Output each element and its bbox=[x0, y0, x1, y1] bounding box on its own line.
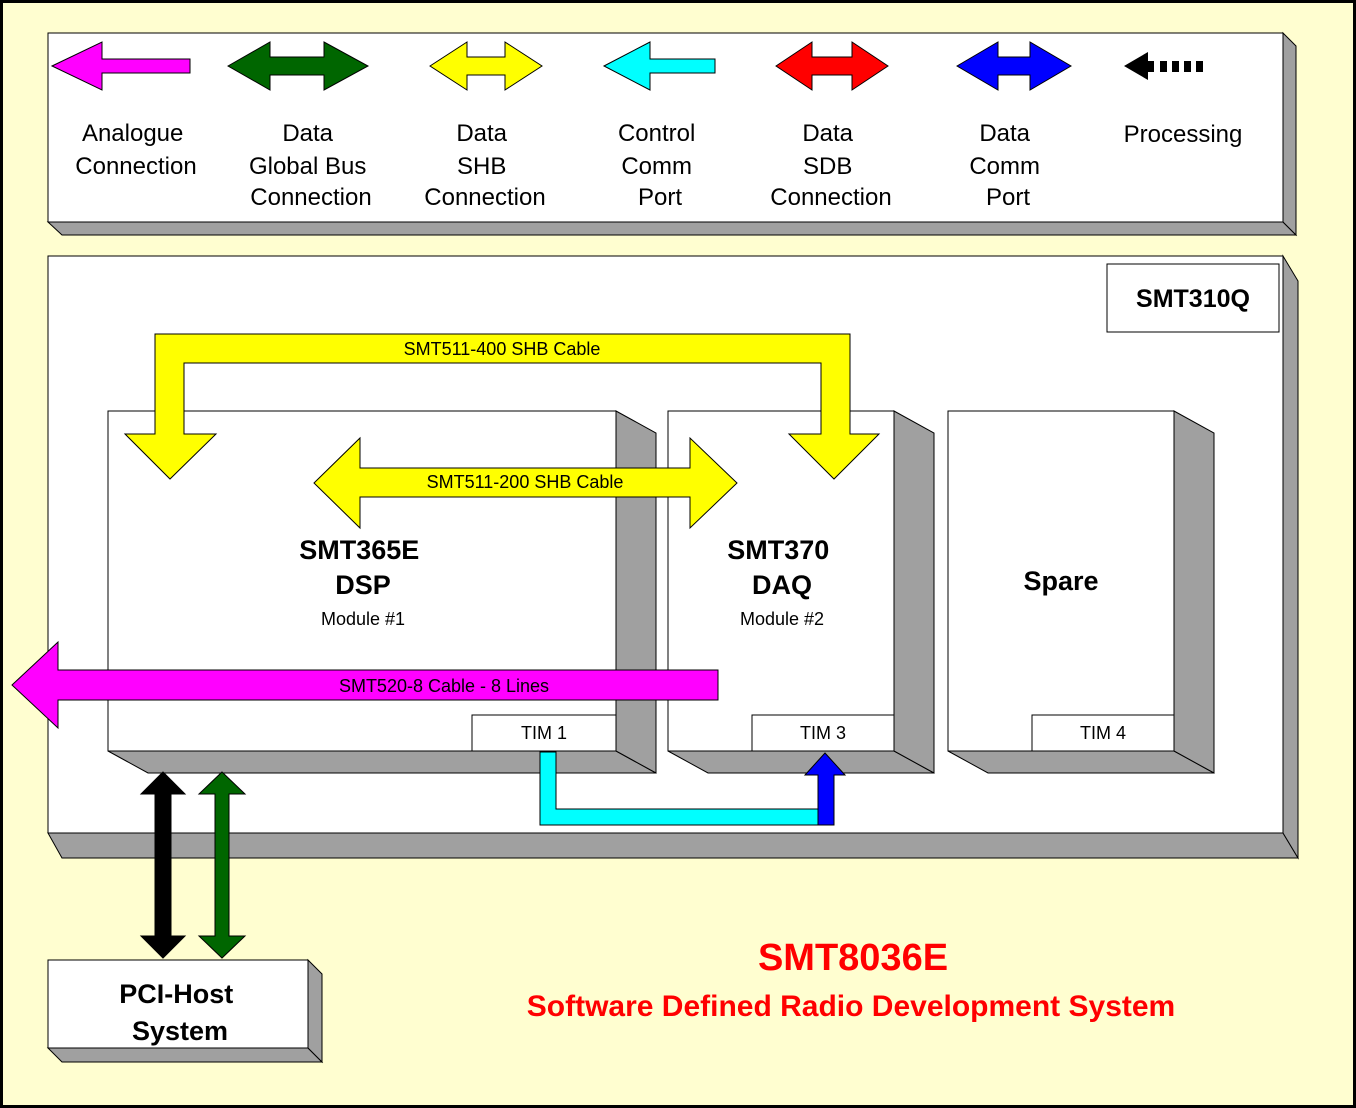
shb-200-cable-label: SMT511-200 SHB Cable bbox=[427, 472, 624, 492]
shb-connection-arrow-icon bbox=[429, 41, 543, 91]
pci-host-box bbox=[46, 958, 324, 1064]
legend-label-shb: Data SHB Connection bbox=[424, 120, 545, 211]
legend-label-analogue: Analogue Connection bbox=[75, 120, 196, 180]
analogue-connection-arrow-icon bbox=[50, 41, 191, 91]
tim-3-box bbox=[751, 714, 895, 752]
module-3-block bbox=[947, 410, 1215, 774]
analogue-cable-label: SMT520-8 Cable - 8 Lines bbox=[339, 676, 549, 696]
tim-4-label: TIM 4 bbox=[1080, 723, 1126, 743]
module-2-title: SMT370 DAQ bbox=[727, 535, 837, 600]
processing-arrow-icon bbox=[1124, 52, 1203, 80]
module-1-subtitle: Module #1 bbox=[321, 609, 405, 629]
sdb-connection-arrow-icon bbox=[775, 41, 889, 91]
module-2-subtitle: Module #2 bbox=[740, 609, 824, 629]
legend-label-data-comm: Data Comm Port bbox=[969, 120, 1046, 211]
module-3-title: Spare bbox=[1023, 566, 1098, 596]
shb-200-cable-arrow bbox=[313, 436, 738, 530]
tim-3-label: TIM 3 bbox=[800, 723, 846, 743]
tim-4-box bbox=[1031, 714, 1175, 752]
legend-label-sdb: Data SDB Connection bbox=[770, 120, 891, 211]
legend-label-control-comm: Control Comm Port bbox=[618, 120, 702, 211]
system-title: SMT8036E bbox=[758, 937, 948, 979]
system-subtitle: Software Defined Radio Development Syste… bbox=[527, 990, 1176, 1023]
carrier-label: SMT310Q bbox=[1136, 285, 1250, 313]
shb-400-cable-arrow bbox=[123, 333, 881, 480]
legend-label-processing: Processing bbox=[1124, 121, 1243, 148]
tim-1-label: TIM 1 bbox=[521, 723, 567, 743]
global-bus-host-arrow bbox=[197, 771, 247, 959]
module-1-title: SMT365E DSP bbox=[299, 535, 427, 600]
pci-host-label: PCI-Host System bbox=[119, 979, 241, 1046]
analogue-cable-arrow bbox=[11, 640, 719, 730]
global-bus-connection-arrow-icon bbox=[226, 41, 370, 91]
processing-host-arrow bbox=[139, 771, 187, 959]
legend-label-global-bus: Data Global Bus Connection bbox=[249, 120, 373, 211]
data-comm-port-arrow-icon bbox=[956, 41, 1072, 91]
carrier-label-box bbox=[1106, 263, 1280, 333]
shb-400-cable-label: SMT511-400 SHB Cable bbox=[404, 339, 601, 359]
data-comm-port-link bbox=[803, 752, 847, 826]
control-comm-port-arrow-icon bbox=[602, 41, 716, 91]
tim-1-box bbox=[471, 714, 617, 752]
